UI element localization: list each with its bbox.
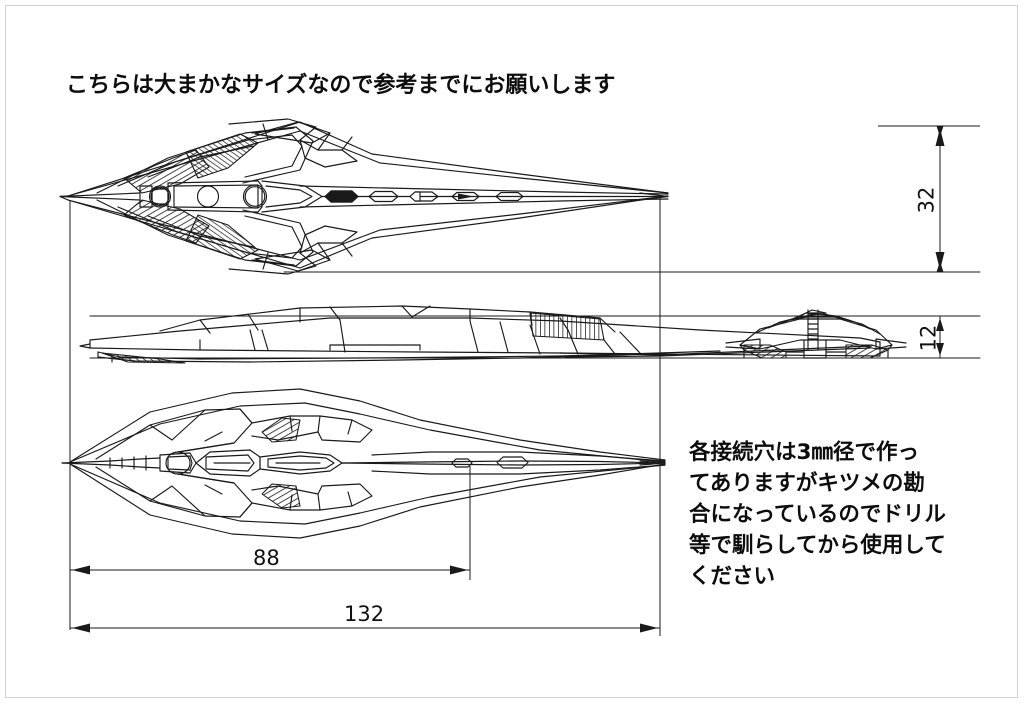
hole-note-line-2: てありますがキツメの勘: [689, 471, 925, 496]
page-title-note: こちらは大まかなサイズなので参考までにお願いします: [66, 73, 616, 98]
hole-note-line-3: 合になっているのでドリル: [689, 502, 946, 527]
bottom-view-geometry: [61, 388, 666, 539]
hole-note-line-5: ください: [689, 564, 776, 589]
dimension-label-thickness: 12: [916, 324, 941, 352]
dimension-label-partial-length: 88: [253, 546, 280, 570]
hole-note-block: 各接続穴は3㎜径で作っ てありますがキツメの勘 合になっているのでドリル 等で馴…: [689, 437, 951, 592]
hole-note-line-4: 等で馴らしてから使用して: [689, 533, 946, 558]
dimension-label-height: 32: [914, 186, 939, 214]
dimension-label-overall-length: 132: [344, 602, 385, 626]
hole-note-line-1: 各接続穴は3㎜径で作っ: [689, 440, 919, 465]
top-view-geometry: [59, 118, 669, 275]
